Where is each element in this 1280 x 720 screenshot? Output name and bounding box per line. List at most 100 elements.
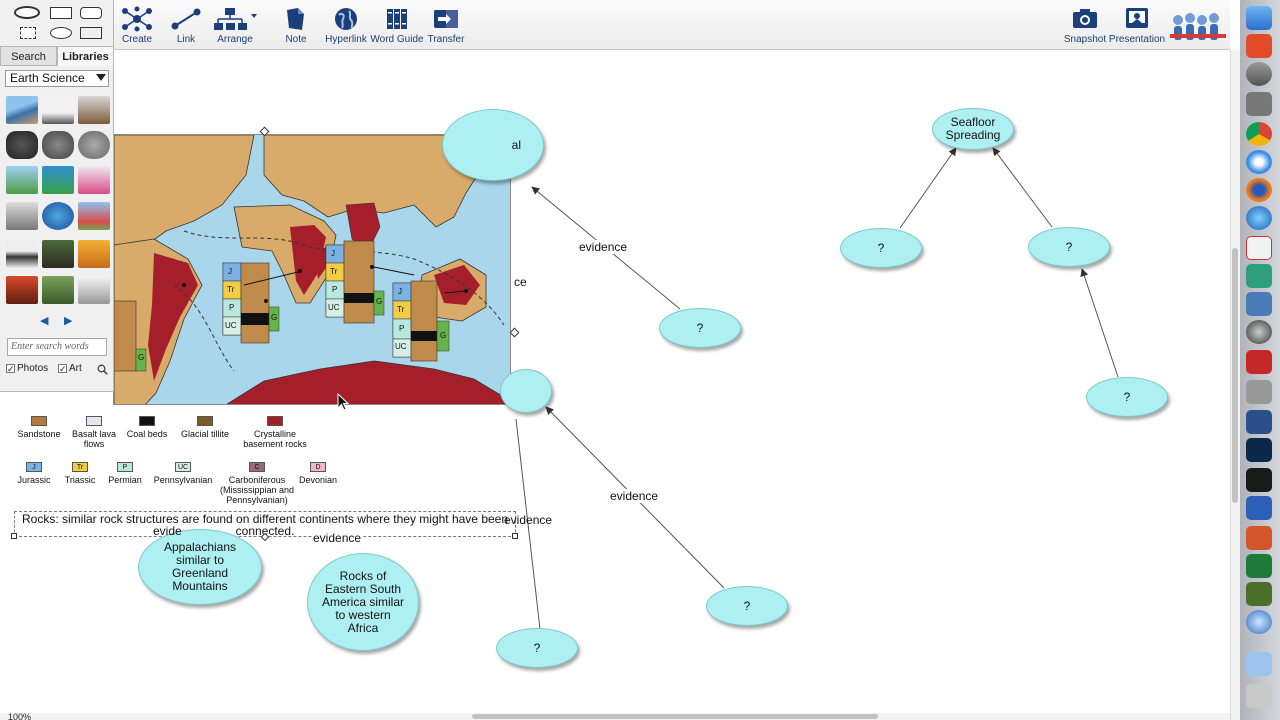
rock-label-g-3: G bbox=[440, 331, 447, 340]
dvd-player-icon[interactable] bbox=[1246, 320, 1272, 344]
concept-node-seafloor-spreading[interactable]: Seafloor Spreading bbox=[932, 108, 1014, 150]
link-q-low-hidden[interactable] bbox=[515, 418, 541, 630]
presentation-button[interactable]: Presentation bbox=[1107, 6, 1167, 48]
tab-search[interactable]: Search bbox=[0, 46, 57, 66]
concept-node-question-4[interactable]: ? bbox=[659, 308, 741, 348]
library-thumbnail[interactable] bbox=[6, 131, 38, 159]
pangaea-rock-map-image[interactable]: J Tr P UC G J Tr P UC G J Tr P UC G G bbox=[113, 134, 511, 405]
pdf-reader-icon[interactable] bbox=[1246, 236, 1272, 260]
library-thumbnail[interactable] bbox=[6, 202, 38, 230]
library-thumbnail[interactable] bbox=[6, 166, 38, 194]
library-thumbnail[interactable] bbox=[78, 166, 110, 194]
edge-label-evidence-right-of-caption[interactable]: evidence bbox=[504, 513, 553, 527]
library-thumbnail[interactable] bbox=[42, 202, 74, 230]
search-input[interactable]: Enter search words bbox=[7, 338, 107, 356]
library-thumbnail[interactable] bbox=[78, 240, 110, 268]
iphoto-icon[interactable] bbox=[1246, 292, 1272, 316]
concept-node-appalachians[interactable]: Appalachians similar to Greenland Mounta… bbox=[138, 529, 262, 605]
edge-label-evidence-overlap[interactable]: evide bbox=[153, 524, 182, 538]
excel-icon[interactable] bbox=[1246, 554, 1272, 578]
library-thumbnail[interactable] bbox=[42, 131, 74, 159]
tab-libraries[interactable]: Libraries bbox=[57, 46, 114, 66]
link-q2-seafloor[interactable] bbox=[992, 147, 1053, 228]
star-app-icon[interactable] bbox=[1246, 468, 1272, 492]
hyperlink-button[interactable]: Hyperlink bbox=[316, 6, 376, 48]
snapshot-button[interactable]: Snapshot bbox=[1055, 6, 1115, 48]
transfer-button[interactable]: Transfer bbox=[416, 6, 476, 48]
edge-label-evidence-middle[interactable]: evidence bbox=[609, 489, 660, 503]
library-thumbnail[interactable] bbox=[6, 276, 38, 304]
word-guide-button[interactable]: Word Guide bbox=[367, 6, 427, 48]
system-preferences-icon[interactable] bbox=[1246, 92, 1272, 116]
previous-page-icon[interactable]: ◀ bbox=[40, 315, 49, 327]
arrange-button[interactable]: Arrange bbox=[205, 6, 265, 48]
caption-handle-left[interactable] bbox=[11, 533, 17, 539]
book-icon bbox=[387, 9, 407, 29]
library-thumbnail[interactable] bbox=[42, 96, 74, 124]
rock-label-tr-1: Tr bbox=[227, 285, 235, 294]
library-thumbnail[interactable] bbox=[78, 96, 110, 124]
concept-node-hidden-top[interactable]: al bbox=[442, 109, 544, 181]
link-button[interactable]: Link bbox=[156, 6, 216, 48]
library-thumbnail[interactable] bbox=[42, 276, 74, 304]
diagram-canvas[interactable]: J Tr P UC G J Tr P UC G J Tr P UC G G Sa… bbox=[0, 51, 1230, 713]
library-thumbnail[interactable] bbox=[78, 131, 110, 159]
safari-icon[interactable] bbox=[1246, 150, 1272, 174]
shape-filled-rect-option[interactable] bbox=[80, 27, 102, 39]
next-page-icon[interactable]: ▶ bbox=[64, 315, 73, 327]
note-button[interactable]: Note bbox=[266, 6, 326, 48]
concept-node-question-5[interactable]: ? bbox=[706, 586, 788, 626]
photos-checkbox[interactable]: ✓Photos bbox=[6, 363, 49, 374]
folder-icon[interactable] bbox=[1246, 652, 1272, 676]
concept-node-hidden-middle[interactable] bbox=[500, 369, 552, 413]
shape-small-oval-option[interactable] bbox=[50, 27, 72, 39]
binoculars-icon[interactable] bbox=[1246, 410, 1272, 434]
library-thumbnail[interactable] bbox=[78, 276, 110, 304]
kt-app-icon[interactable] bbox=[1246, 34, 1272, 58]
photo-booth-icon[interactable] bbox=[1246, 350, 1272, 374]
library-thumbnail[interactable] bbox=[6, 96, 38, 124]
edge-label-evidence-partial[interactable]: ce bbox=[514, 275, 527, 289]
library-thumbnail[interactable] bbox=[42, 240, 74, 268]
shape-oval-option[interactable] bbox=[14, 6, 40, 19]
concept-node-question-2[interactable]: ? bbox=[1028, 227, 1110, 267]
concept-node-question-6[interactable]: ? bbox=[496, 628, 578, 668]
concept-node-rocks-south-america[interactable]: Rocks of Eastern South America similar t… bbox=[307, 553, 419, 651]
library-thumbnail[interactable] bbox=[6, 240, 38, 268]
image-capture-icon[interactable] bbox=[1246, 380, 1272, 404]
rocket-icon[interactable] bbox=[1246, 62, 1272, 86]
shape-rounded-rect-option[interactable] bbox=[80, 7, 102, 19]
library-thumbnail[interactable] bbox=[78, 202, 110, 230]
google-earth-icon[interactable] bbox=[1246, 206, 1272, 230]
rock-label-j-2: J bbox=[331, 249, 335, 258]
library-thumbnail[interactable] bbox=[42, 166, 74, 194]
search-icon[interactable] bbox=[97, 364, 108, 375]
zoom-level[interactable]: 100% bbox=[8, 712, 32, 720]
powerpoint-icon[interactable] bbox=[1246, 526, 1272, 550]
edge-label-evidence-top[interactable]: evidence bbox=[578, 240, 629, 254]
vertical-scrollbar-thumb[interactable] bbox=[1232, 248, 1238, 503]
edge-label-evidence-under-caption[interactable]: evidence bbox=[312, 531, 363, 545]
caption-handle-right[interactable] bbox=[512, 533, 518, 539]
photoshop-icon[interactable] bbox=[1246, 438, 1272, 462]
firefox-icon[interactable] bbox=[1246, 178, 1272, 202]
concept-node-question-3[interactable]: ? bbox=[1086, 377, 1168, 417]
shape-dashed-rect-option[interactable] bbox=[20, 27, 36, 39]
word-icon[interactable] bbox=[1246, 496, 1272, 520]
inspiration-app-icon[interactable] bbox=[1246, 582, 1272, 606]
rock-label-uc-2: UC bbox=[328, 303, 340, 312]
create-button[interactable]: Create bbox=[107, 6, 167, 48]
internet-app-icon[interactable] bbox=[1246, 610, 1272, 634]
link-q1-seafloor[interactable] bbox=[899, 147, 957, 229]
trash-icon[interactable] bbox=[1246, 684, 1272, 708]
link-q3-q2[interactable] bbox=[1080, 268, 1119, 378]
horizontal-scrollbar-thumb[interactable] bbox=[472, 714, 878, 719]
library-dropdown[interactable]: Earth Science bbox=[5, 70, 109, 87]
network-app-icon[interactable] bbox=[1246, 264, 1272, 288]
art-checkbox[interactable]: ✓Art bbox=[58, 363, 82, 374]
shape-rect-option[interactable] bbox=[50, 7, 72, 19]
concept-node-question-1[interactable]: ? bbox=[840, 228, 922, 268]
chrome-icon[interactable] bbox=[1246, 122, 1272, 146]
finder-icon[interactable] bbox=[1246, 6, 1272, 30]
